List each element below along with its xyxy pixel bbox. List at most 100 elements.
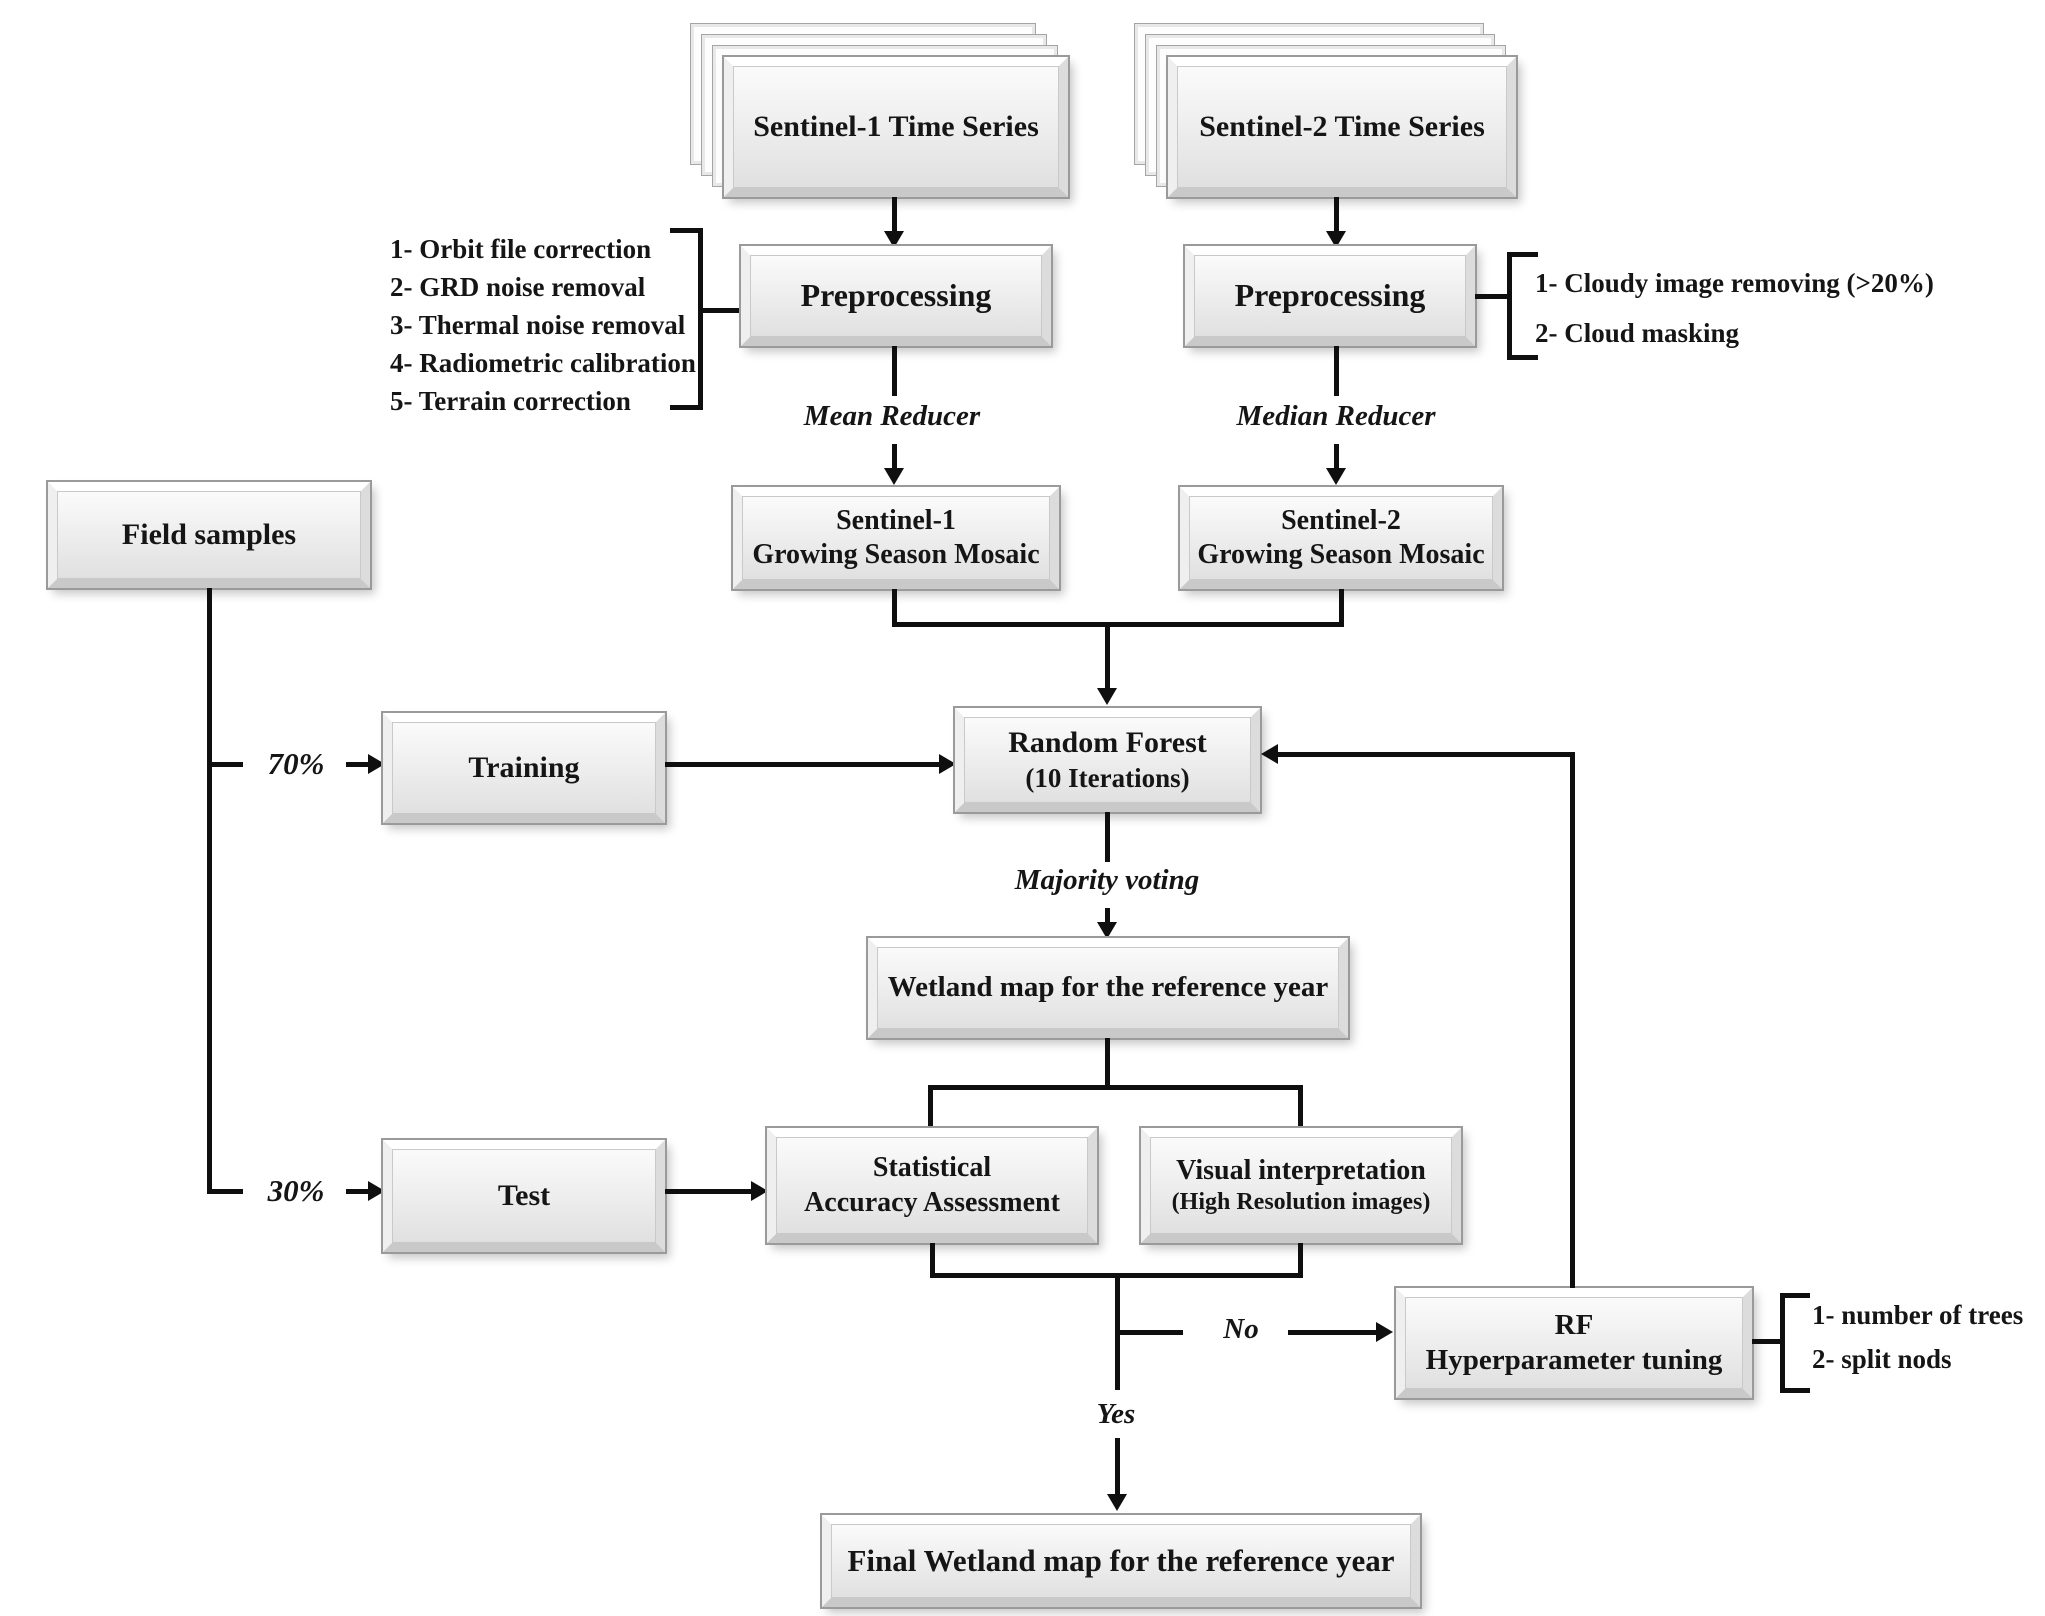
- node-label: Final Wetland map for the reference year: [847, 1543, 1395, 1579]
- edge-median-reducer-down: [1334, 444, 1339, 470]
- node-label-line1: Visual interpretation: [1176, 1154, 1426, 1186]
- node-label-line2: Growing Season Mosaic: [1197, 539, 1485, 570]
- bracket-rf-vertical: [1780, 1293, 1785, 1393]
- node-preprocessing-s2: Preprocessing: [1185, 246, 1475, 346]
- edge-mean-reducer-down: [892, 444, 897, 470]
- edge-merge-to-random-forest: [1105, 627, 1110, 689]
- arrowhead-right: [939, 754, 956, 774]
- node-label-line1: RF: [1554, 1308, 1594, 1341]
- node-statistical-accuracy: Statistical Accuracy Assessment: [767, 1128, 1097, 1243]
- node-label-line2: Accuracy Assessment: [804, 1186, 1060, 1218]
- edge-s1-to-preprocessing: [892, 197, 897, 235]
- arrowhead-down: [1097, 688, 1117, 705]
- arrowhead-right: [751, 1181, 768, 1201]
- edge-no-tick: [1115, 1330, 1183, 1335]
- node-test: Test: [383, 1140, 665, 1252]
- edge-statistical-down: [930, 1243, 935, 1278]
- arrowhead-down: [1107, 1494, 1127, 1511]
- list-item: 2- split nods: [1812, 1344, 1952, 1374]
- node-label: Test: [497, 1178, 551, 1212]
- node-label-line2: (10 Iterations): [1025, 762, 1190, 793]
- node-label: Training: [468, 750, 580, 784]
- node-rf-hyperparameter-tuning: RF Hyperparameter tuning: [1396, 1288, 1752, 1398]
- arrowhead-down: [1097, 922, 1117, 939]
- node-label-line2: Growing Season Mosaic: [752, 539, 1040, 570]
- node-visual-interpretation: Visual interpretation (High Resolution i…: [1141, 1128, 1461, 1243]
- node-sentinel1-mosaic: Sentinel-1 Growing Season Mosaic: [733, 487, 1059, 589]
- bracket-s2-connector: [1475, 294, 1507, 299]
- arrowhead-down: [884, 468, 904, 485]
- edge-30-elbow: [207, 1189, 243, 1194]
- edge-split-to-statistical: [928, 1090, 933, 1128]
- s1-preprocessing-steps-list: 1- Orbit file correction 2- GRD noise re…: [390, 230, 696, 420]
- node-label-line2: Hyperparameter tuning: [1425, 1344, 1723, 1376]
- edge-training-to-random-forest: [665, 762, 941, 767]
- bracket-s1-tick-bottom: [670, 405, 703, 410]
- edge-feedback-horizontal: [1278, 752, 1575, 757]
- edge-mosaic-merge-bar: [892, 622, 1344, 627]
- node-label: Sentinel-2 Time Series: [1199, 109, 1485, 143]
- list-item: 1- Orbit file correction: [390, 234, 652, 264]
- node-training: Training: [383, 713, 665, 823]
- arrowhead-right: [368, 1181, 385, 1201]
- edge-no-arrow: [1288, 1330, 1378, 1335]
- bracket-rf-connector: [1752, 1339, 1780, 1344]
- node-label: Field samples: [121, 517, 297, 551]
- edge-majority-voting-down: [1105, 908, 1110, 924]
- edge-test-to-statistical: [665, 1189, 753, 1194]
- node-label-line1: Statistical: [872, 1152, 992, 1184]
- node-field-samples: Field samples: [48, 482, 370, 588]
- edge-label-median-reducer: Median Reducer: [1236, 400, 1436, 432]
- node-label-line2: (High Resolution images): [1171, 1188, 1431, 1215]
- list-item: 5- Terrain correction: [390, 386, 631, 416]
- node-final-wetland-map: Final Wetland map for the reference year: [822, 1515, 1420, 1607]
- edge-assessment-merge-bar: [930, 1273, 1303, 1278]
- bracket-rf-tick-bottom: [1785, 1388, 1810, 1393]
- edge-label-30: 30%: [267, 1173, 325, 1208]
- node-preprocessing-s1: Preprocessing: [741, 246, 1051, 346]
- arrowhead-right: [1376, 1322, 1393, 1342]
- list-item: 2- Cloud masking: [1535, 318, 1740, 348]
- edge-s2-to-preprocessing: [1334, 197, 1339, 235]
- arrowhead-down: [1326, 231, 1346, 248]
- edge-preprocessing-s2-down: [1334, 346, 1339, 396]
- bracket-s1-tick-top: [670, 228, 703, 233]
- edge-30-arrow: [346, 1189, 370, 1194]
- edge-field-samples-trunk: [207, 588, 212, 1194]
- node-label: Preprocessing: [800, 277, 992, 314]
- list-item: 1- number of trees: [1812, 1300, 2024, 1330]
- edge-split-to-visual: [1298, 1090, 1303, 1128]
- node-sentinel2-mosaic: Sentinel-2 Growing Season Mosaic: [1180, 487, 1502, 589]
- node-label: Sentinel-1 Time Series: [753, 109, 1039, 143]
- bracket-s2-vertical: [1507, 252, 1512, 360]
- edge-wetland-down: [1105, 1038, 1110, 1090]
- node-random-forest: Random Forest (10 Iterations): [955, 708, 1260, 812]
- edge-feedback-vertical: [1570, 752, 1575, 1288]
- node-label: Preprocessing: [1234, 277, 1426, 314]
- list-item: 4- Radiometric calibration: [390, 348, 696, 378]
- node-label-line1: Sentinel-2: [1281, 504, 1401, 536]
- bracket-s2-tick-bottom: [1512, 355, 1538, 360]
- list-item: 2- GRD noise removal: [390, 272, 646, 302]
- edge-preprocessing-s1-down: [892, 346, 897, 396]
- edge-mosaic-s2-down: [1339, 589, 1344, 627]
- arrowhead-down: [1326, 468, 1346, 485]
- edge-70-tick: [207, 762, 243, 767]
- node-sentinel2-time-series: Sentinel-2 Time Series: [1168, 57, 1516, 197]
- arrowhead-left: [1261, 744, 1278, 764]
- node-label-line1: Random Forest: [1008, 726, 1207, 760]
- node-label: Wetland map for the reference year: [887, 971, 1329, 1004]
- edge-label-mean-reducer: Mean Reducer: [803, 400, 981, 432]
- arrowhead-right: [368, 754, 385, 774]
- list-item: 1- Cloudy image removing (>20%): [1535, 268, 1934, 298]
- edge-mosaic-s1-down: [892, 589, 897, 627]
- edge-label-no: No: [1223, 1313, 1259, 1345]
- edge-assessment-split-bar: [928, 1085, 1303, 1090]
- edge-yes-arrow: [1115, 1438, 1120, 1496]
- arrowhead-down: [884, 231, 904, 248]
- edge-random-forest-down: [1105, 812, 1110, 862]
- node-sentinel1-time-series: Sentinel-1 Time Series: [724, 57, 1068, 197]
- edge-70-arrow: [346, 762, 370, 767]
- edge-label-majority-voting: Majority voting: [1014, 864, 1200, 896]
